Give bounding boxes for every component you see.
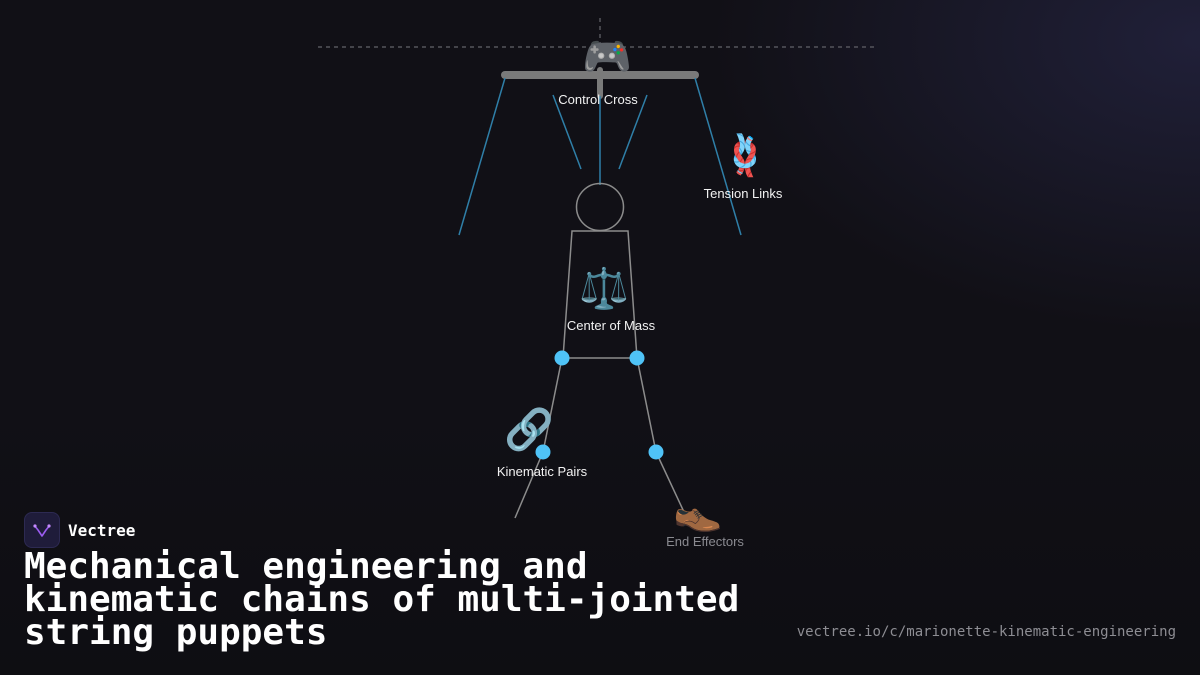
node-label-control-cross: Control Cross: [558, 92, 638, 107]
right-shin: [655, 451, 685, 513]
node-label-tension-links: Tension Links: [703, 186, 783, 201]
game-controller-icon: 🎮: [582, 34, 632, 80]
left-shin: [514, 451, 544, 519]
left-hip-joint: [554, 350, 570, 366]
brand-name: Vectree: [68, 520, 136, 540]
string-right-hand: [694, 77, 742, 236]
page-title: Mechanical engineering and kinematic cha…: [24, 546, 740, 653]
puppet-head: [575, 182, 625, 232]
left-knee-joint: [535, 444, 551, 460]
right-thigh: [636, 357, 657, 453]
node-label-kinematic-pairs: Kinematic Pairs: [496, 464, 588, 479]
knot-icon: 🪢: [720, 133, 770, 179]
string-left-hand: [458, 77, 506, 236]
string-left-shoulder: [552, 94, 582, 170]
node-label-center-of-mass: Center of Mass: [566, 318, 656, 333]
shoe-icon: 👞: [673, 488, 723, 534]
vectree-logo-icon: [24, 512, 60, 548]
brand: Vectree: [24, 512, 135, 548]
node-label-end-effectors: End Effectors: [666, 534, 744, 549]
balance-scale-icon: ⚖️: [579, 266, 629, 312]
right-knee-joint: [648, 444, 664, 460]
string-right-shoulder: [618, 94, 648, 170]
right-hip-joint: [629, 350, 645, 366]
link-icon: 🔗: [504, 407, 554, 453]
left-thigh: [542, 357, 563, 453]
page-url: vectree.io/c/marionette-kinematic-engine…: [796, 624, 1176, 640]
